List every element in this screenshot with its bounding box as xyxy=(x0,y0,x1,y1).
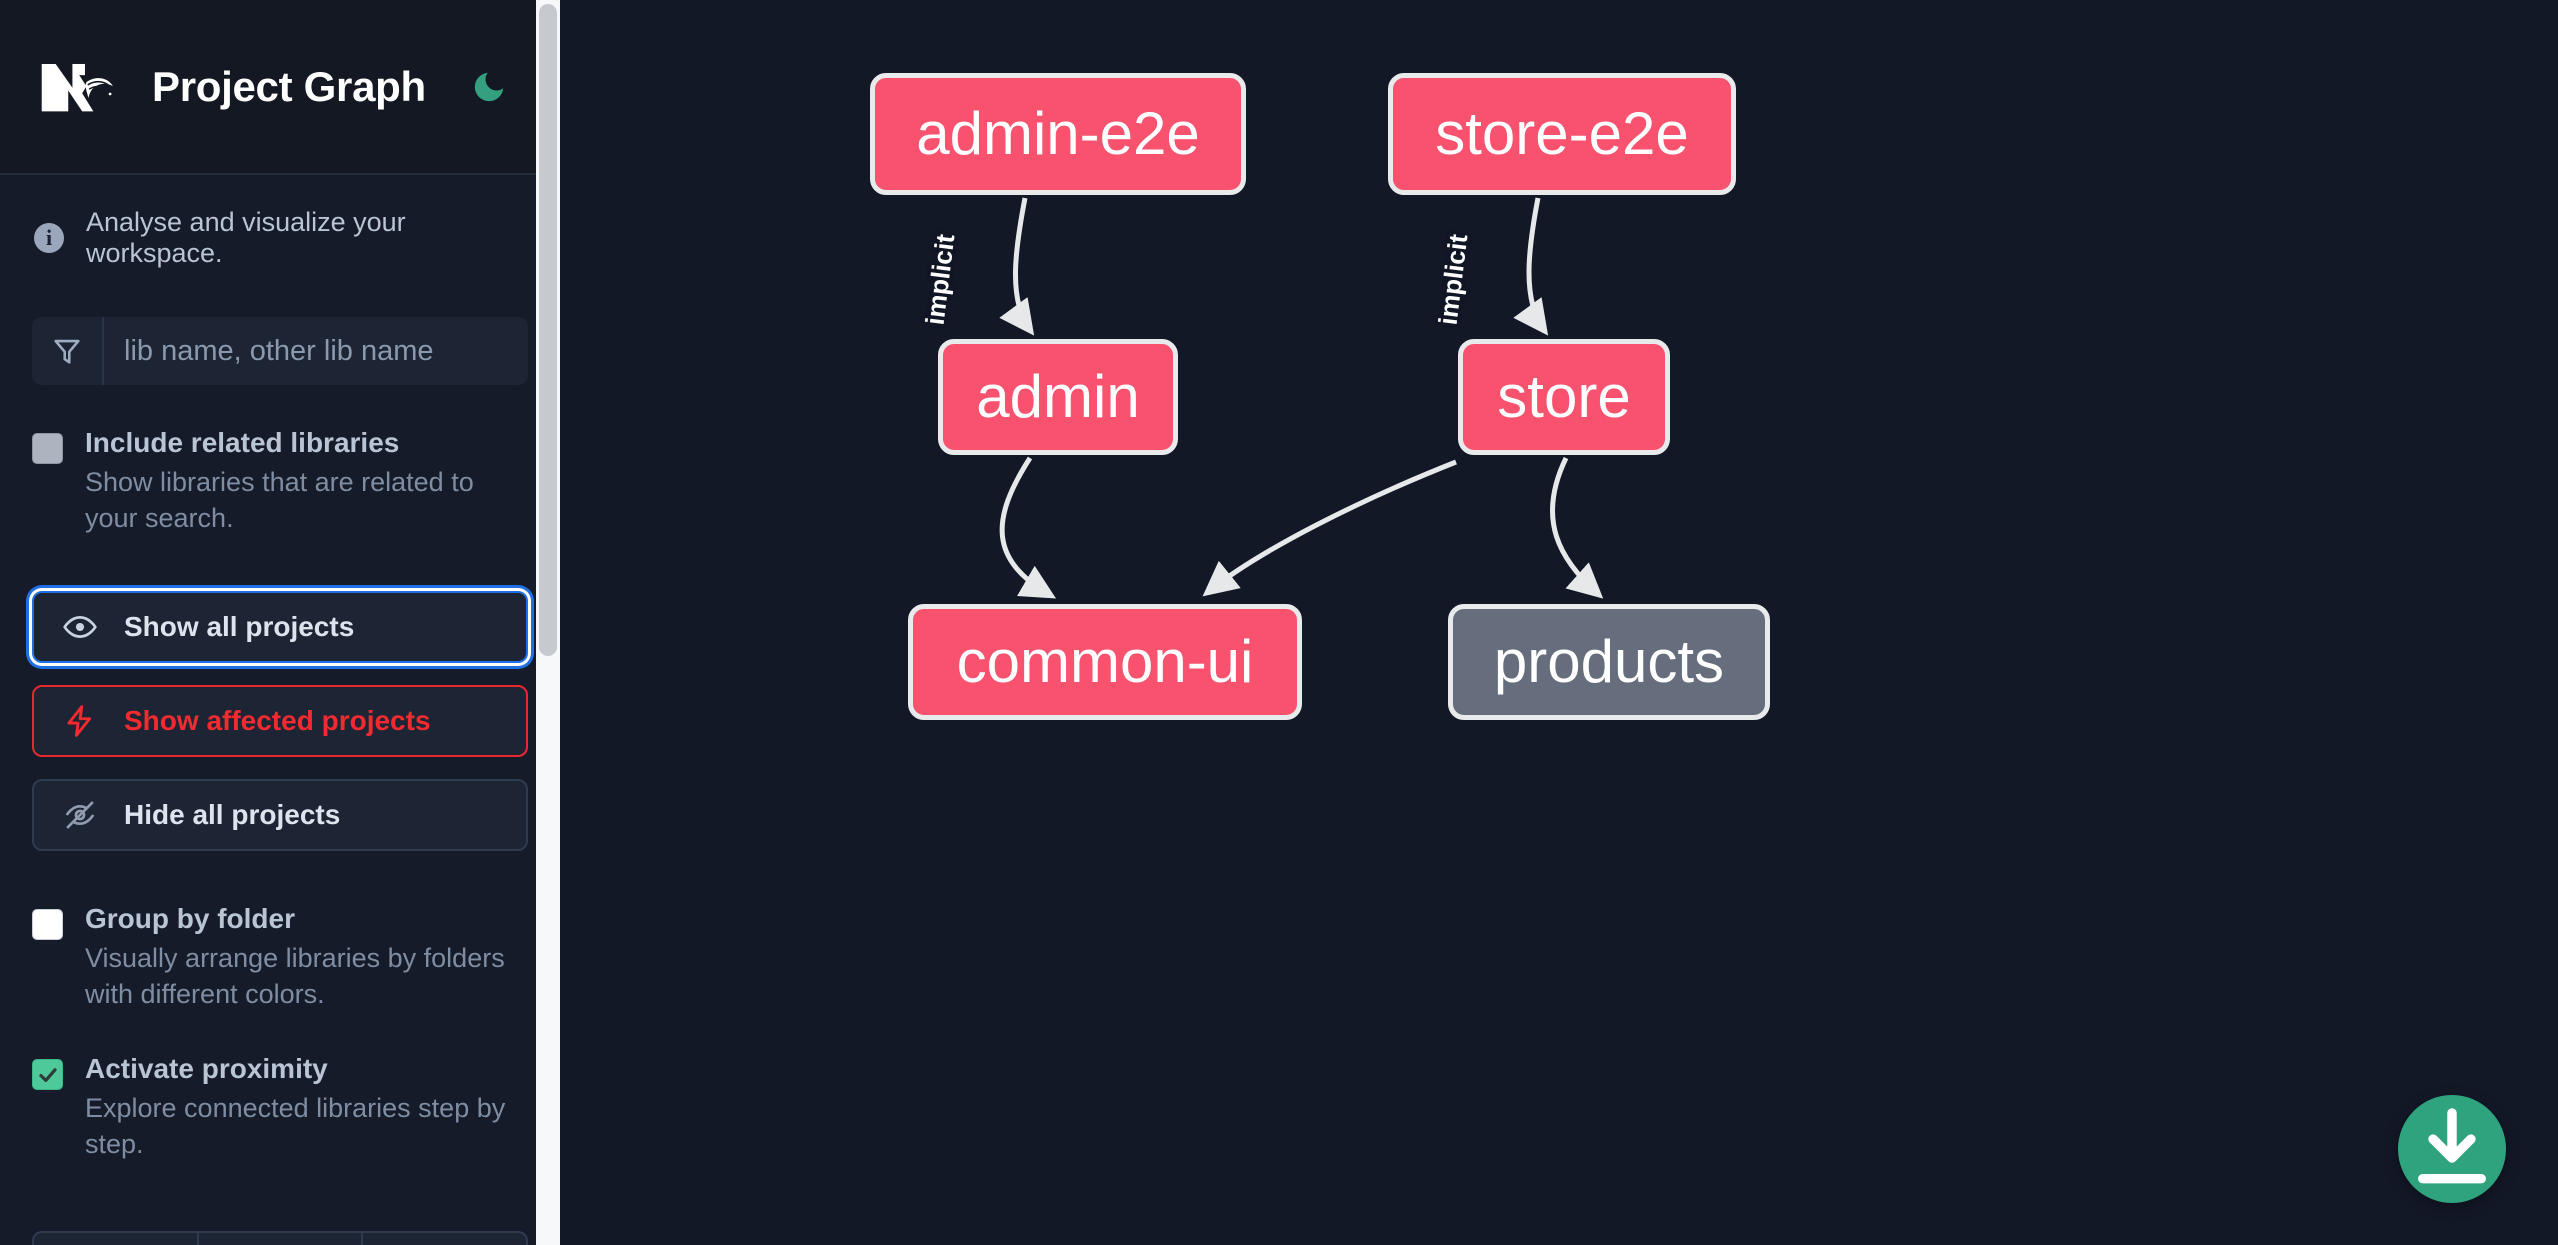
edge-admin-e2e-to-admin xyxy=(999,197,1035,336)
check-icon xyxy=(38,1067,57,1082)
sidebar-scrollbar-thumb[interactable] xyxy=(539,4,557,656)
show-affected-projects-label: Show affected projects xyxy=(124,705,431,736)
checkbox-activate-proximity[interactable]: Activate proximity Explore connected lib… xyxy=(32,1053,528,1163)
bottom-segmented-control[interactable] xyxy=(32,1231,528,1245)
sidebar-header: Project Graph xyxy=(0,0,560,175)
info-icon: i xyxy=(34,223,64,253)
search-row xyxy=(32,317,528,385)
graph-edges xyxy=(999,197,1604,599)
graph-node-store[interactable]: store xyxy=(1458,339,1670,455)
nx-logo-icon xyxy=(36,57,120,117)
graph-node-store-e2e[interactable]: store-e2e xyxy=(1388,73,1736,195)
tagline: i Analyse and visualize your workspace. xyxy=(32,175,528,269)
search-input[interactable] xyxy=(104,317,528,385)
graph-node-label: store-e2e xyxy=(1435,100,1689,167)
sidebar-body: i Analyse and visualize your workspace. … xyxy=(0,175,560,1163)
moon-icon[interactable] xyxy=(464,62,514,112)
checkbox-label-activate-proximity: Activate proximity xyxy=(85,1053,328,1084)
hide-all-projects-button[interactable]: Hide all projects xyxy=(32,779,528,851)
eye-slash-icon xyxy=(62,797,98,833)
page-title: Project Graph xyxy=(152,62,426,110)
graph-node-label: store xyxy=(1497,363,1631,430)
lightning-bolt-icon xyxy=(62,703,98,739)
segment-3[interactable] xyxy=(363,1233,526,1245)
show-all-projects-label: Show all projects xyxy=(124,611,355,642)
sidebar-scrollbar[interactable] xyxy=(536,0,560,1245)
filter-funnel-icon xyxy=(32,317,104,385)
segment-2[interactable] xyxy=(199,1233,364,1245)
show-affected-projects-button[interactable]: Show affected projects xyxy=(32,685,528,757)
show-all-projects-button[interactable]: Show all projects xyxy=(32,591,528,663)
graph-node-label: admin-e2e xyxy=(916,100,1200,167)
graph-node-admin-e2e[interactable]: admin-e2e xyxy=(870,73,1246,195)
download-icon xyxy=(2418,1108,2486,1184)
graph-node-label: common-ui xyxy=(956,628,1254,695)
edge-store-to-common-ui xyxy=(1202,459,1457,597)
checkbox-description-activate-proximity: Explore connected libraries step by step… xyxy=(85,1093,506,1160)
edge-admin-to-common-ui xyxy=(999,456,1057,599)
sidebar: Project Graph i Analyse and visualize yo… xyxy=(0,0,560,1245)
checkbox-box-include-related-libraries[interactable] xyxy=(32,433,63,464)
graph-node-label: products xyxy=(1493,628,1725,695)
graph-node-common-ui[interactable]: common-ui xyxy=(908,604,1302,720)
checkbox-group-by-folder[interactable]: Group by folder Visually arrange librari… xyxy=(32,903,528,1013)
eye-icon xyxy=(62,609,98,645)
checkbox-box-activate-proximity[interactable] xyxy=(32,1059,63,1090)
checkbox-label-include-related-libraries: Include related libraries xyxy=(85,427,400,458)
edge-store-e2e-to-store xyxy=(1513,197,1549,336)
checkbox-include-related-libraries[interactable]: Include related libraries Show libraries… xyxy=(32,427,528,537)
graph-node-admin[interactable]: admin xyxy=(938,339,1178,455)
checkbox-box-group-by-folder[interactable] xyxy=(32,909,63,940)
edge-store-to-products xyxy=(1549,456,1604,599)
projects-button-group: Show all projects Show affected projects xyxy=(32,591,528,851)
graph-node-products[interactable]: products xyxy=(1448,604,1770,720)
graph-canvas[interactable]: admin-e2e store-e2e admin store common-u… xyxy=(560,0,2558,1245)
hide-all-projects-label: Hide all projects xyxy=(124,799,341,830)
checkbox-description-group-by-folder: Visually arrange libraries by folders wi… xyxy=(85,943,505,1010)
download-button[interactable] xyxy=(2398,1095,2506,1203)
checkbox-label-group-by-folder: Group by folder xyxy=(85,903,295,934)
checkbox-description-include-related-libraries: Show libraries that are related to your … xyxy=(85,467,474,534)
graph-node-label: admin xyxy=(976,363,1140,430)
tagline-text: Analyse and visualize your workspace. xyxy=(86,207,406,268)
segment-1[interactable] xyxy=(34,1233,199,1245)
